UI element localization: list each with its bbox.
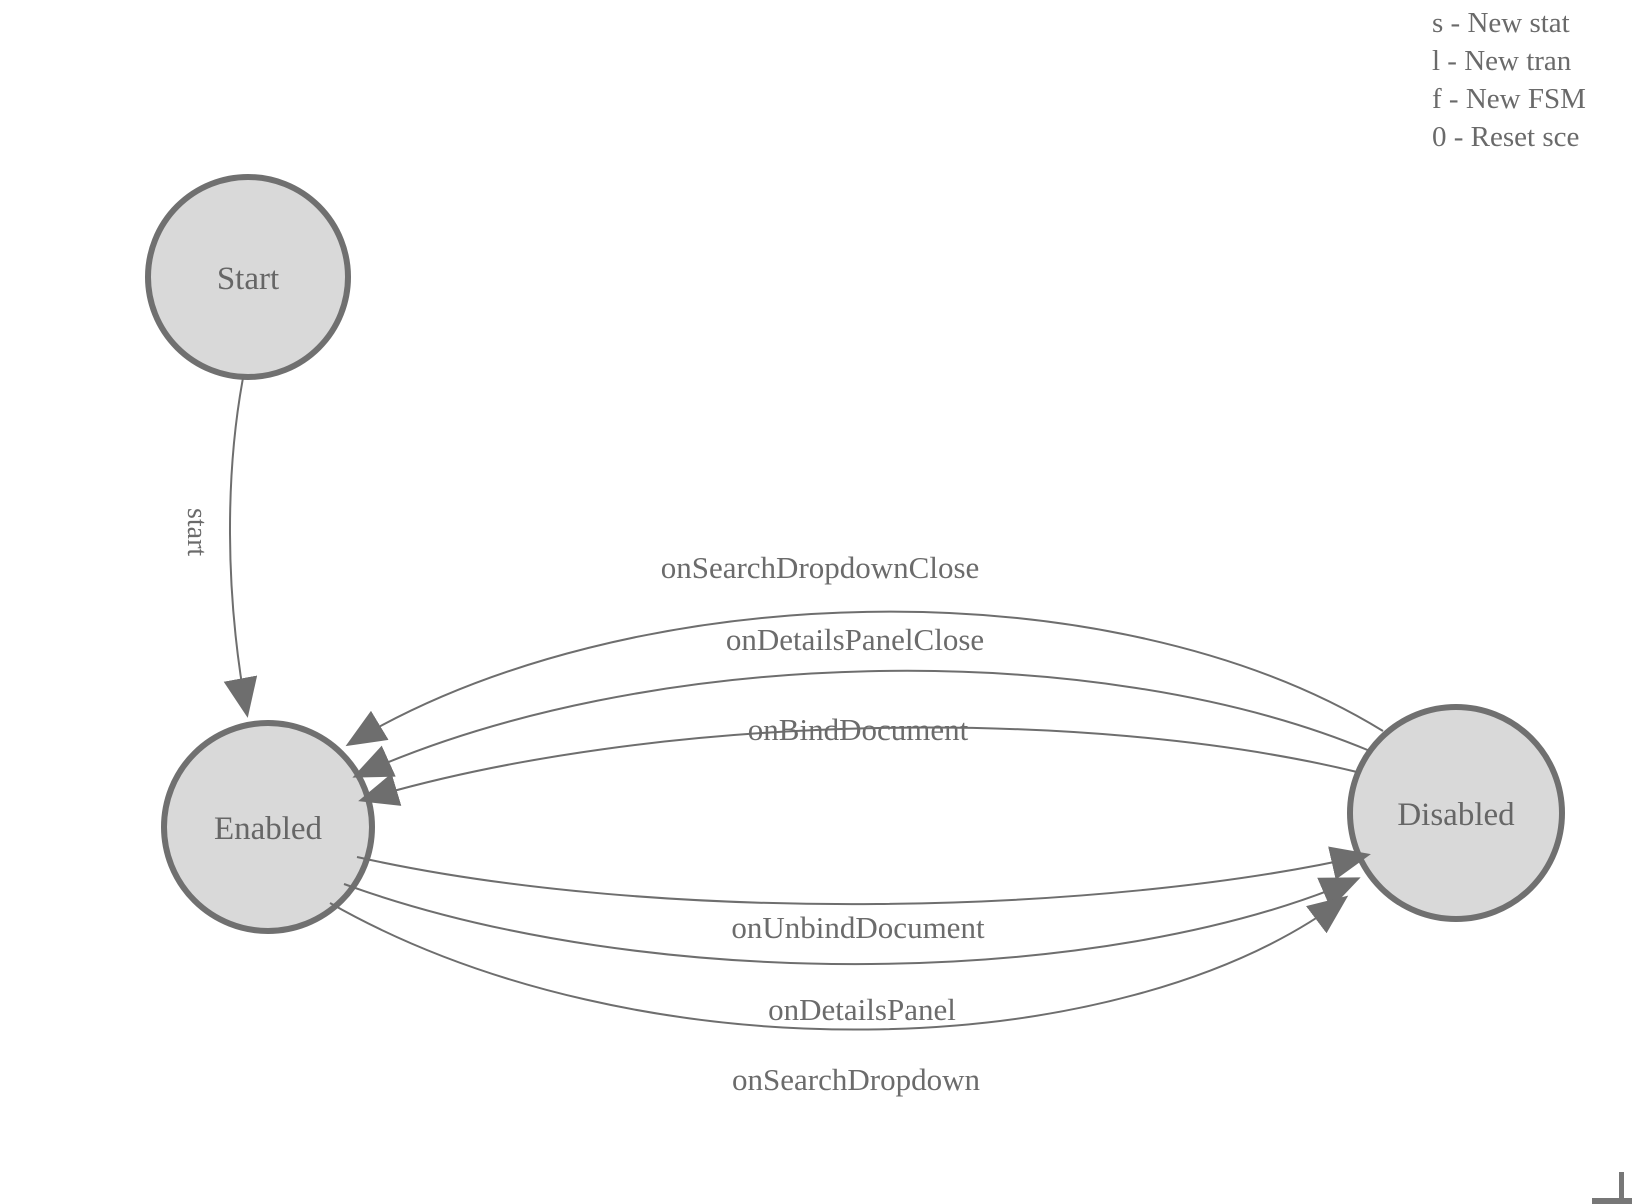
shortcut-help-line: 0 - Reset sce bbox=[1432, 121, 1580, 153]
transition-edge-onSearchDropdown[interactable] bbox=[329, 895, 1349, 1031]
transition-label-onDetailsPanelClose[interactable]: onDetailsPanelClose bbox=[726, 622, 984, 657]
corner-border-fragment-vertical bbox=[1619, 1172, 1624, 1204]
corner-border-fragment-horizontal bbox=[1592, 1198, 1632, 1204]
start-transition-edge[interactable] bbox=[223, 377, 258, 718]
transition-label-onDetailsPanel[interactable]: onDetailsPanel bbox=[768, 992, 956, 1027]
transition-edge-onDetailsPanelClose[interactable] bbox=[352, 669, 1371, 778]
state-label-start: Start bbox=[217, 261, 279, 297]
state-node-disabled[interactable]: Disabled bbox=[1347, 704, 1565, 922]
transition-edge-onUnbindDocument[interactable] bbox=[356, 846, 1371, 906]
shortcut-help-panel: s - New stat l - New tran f - New FSM 0 … bbox=[1432, 4, 1586, 156]
state-node-enabled[interactable]: Enabled bbox=[161, 720, 375, 934]
state-circle-disabled[interactable] bbox=[1347, 704, 1565, 922]
transition-edge-onBindDocument[interactable] bbox=[358, 726, 1358, 806]
state-label-enabled: Enabled bbox=[214, 811, 323, 847]
transition-edge-onSearchDropdownClose[interactable] bbox=[345, 610, 1384, 747]
state-circle-start[interactable] bbox=[145, 174, 351, 380]
state-circle-enabled[interactable] bbox=[161, 720, 375, 934]
transition-edge-onDetailsPanel[interactable] bbox=[343, 877, 1361, 966]
shortcut-help-line: l - New tran bbox=[1432, 45, 1572, 77]
transition-label-onUnbindDocument[interactable]: onUnbindDocument bbox=[731, 910, 985, 945]
state-node-start[interactable]: Start bbox=[145, 174, 351, 380]
state-label-disabled: Disabled bbox=[1397, 797, 1515, 833]
transition-label-onBindDocument[interactable]: onBindDocument bbox=[748, 712, 969, 747]
start-transition-label[interactable]: start bbox=[181, 508, 212, 556]
transition-label-onSearchDropdown[interactable]: onSearchDropdown bbox=[732, 1062, 980, 1097]
shortcut-help-line: f - New FSM bbox=[1432, 83, 1586, 115]
transition-label-onSearchDropdownClose[interactable]: onSearchDropdownClose bbox=[661, 550, 980, 585]
shortcut-help-line: s - New stat bbox=[1432, 7, 1570, 39]
